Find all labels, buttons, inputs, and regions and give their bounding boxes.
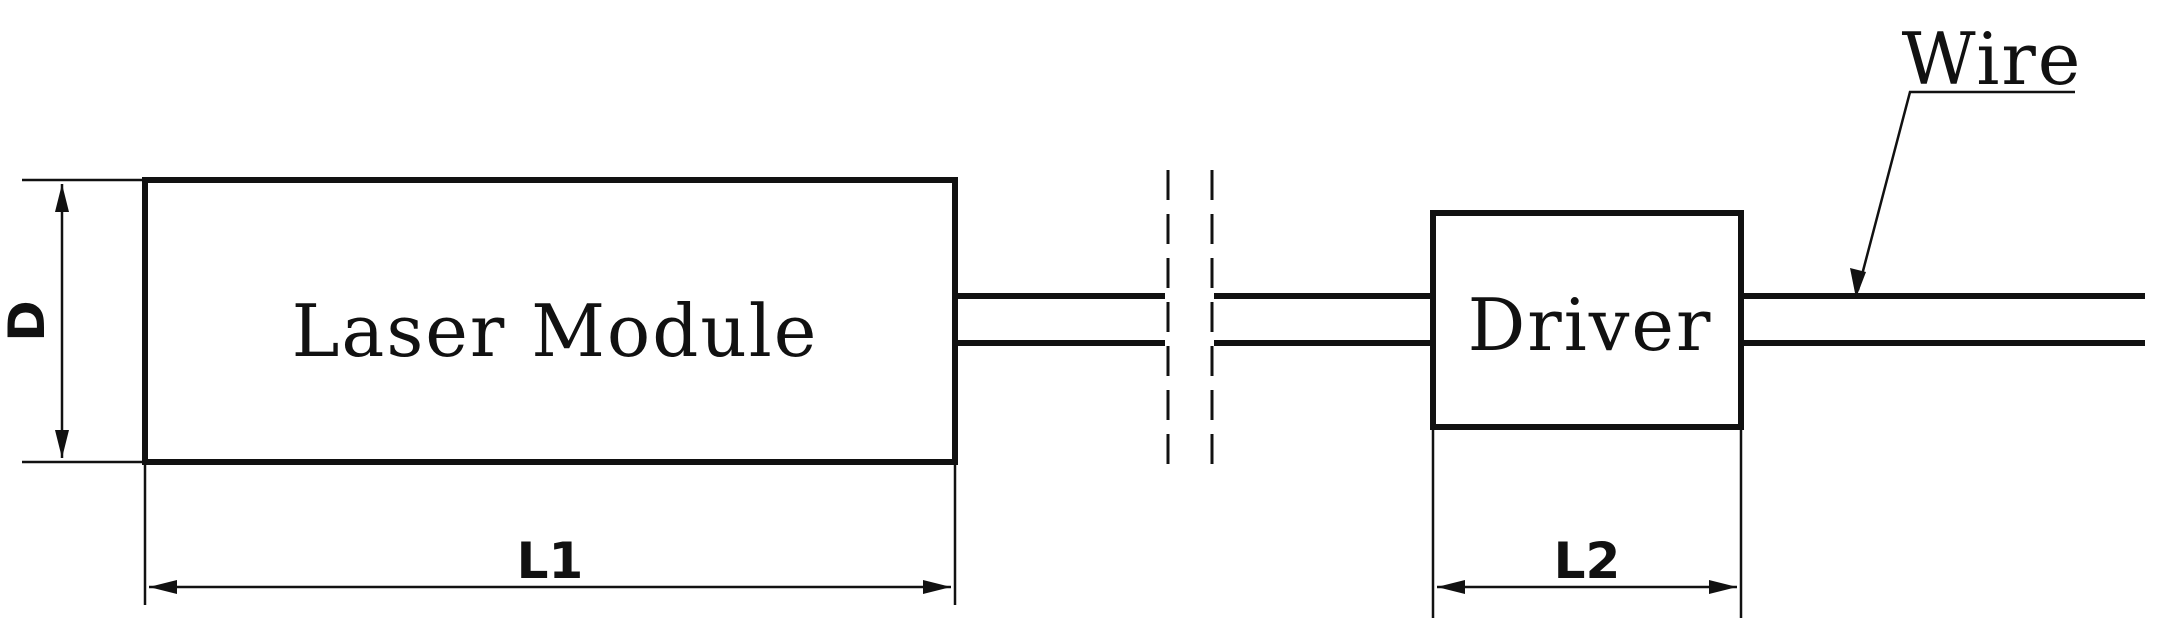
driver-box	[1430, 210, 1744, 430]
laser-module-label: Laser Module	[292, 289, 819, 373]
dim-d-arrow-bottom	[55, 430, 69, 458]
wire-callout-leader	[1856, 90, 2075, 291]
dim-l2-arrow-left	[1437, 580, 1465, 594]
dim-l1-label: L1	[517, 532, 584, 590]
wire-callout-arrowhead	[1850, 268, 1866, 298]
dim-d-label: D	[0, 300, 56, 342]
dim-l2-arrow-right	[1709, 580, 1737, 594]
driver-label: Driver	[1468, 283, 1713, 367]
wire-label: Wire	[1902, 17, 2083, 101]
dim-l1-arrow-right	[923, 580, 951, 594]
laser-module-box	[142, 177, 958, 465]
dim-l2-label: L2	[1554, 532, 1621, 590]
dim-l1-arrow-left	[149, 580, 177, 594]
dim-d-arrow-top	[55, 184, 69, 212]
